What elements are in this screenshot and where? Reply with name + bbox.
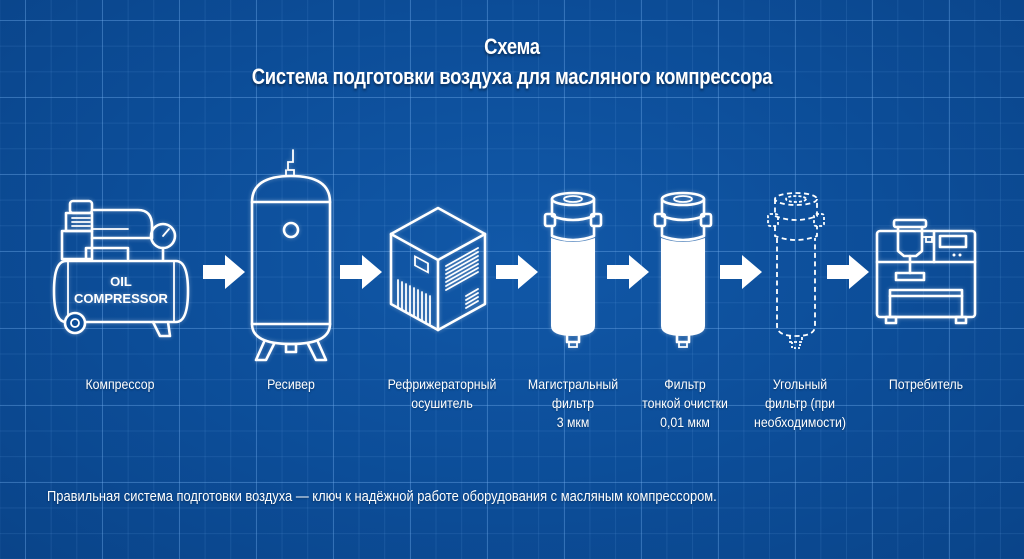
label-line: необходимости) [754, 414, 846, 430]
label-line: Компрессор [85, 376, 155, 392]
label-line: Угольный [772, 376, 828, 392]
label-line: Магистральный [527, 376, 619, 392]
refrigeration-dryer-icon [389, 206, 487, 332]
footer-caption: Правильная система подготовки воздуха — … [47, 488, 717, 505]
arrow-right-icon [340, 255, 382, 289]
label-line: Ресивер [267, 376, 315, 392]
stage-fine-filter [652, 190, 714, 350]
stage-dryer [386, 204, 490, 332]
stage-receiver [246, 146, 336, 362]
fine-filter-icon [653, 191, 713, 348]
arrow-right-icon [720, 255, 762, 289]
label-line: Фильтр [664, 376, 706, 392]
stage-main-filter [542, 190, 604, 350]
diagram-title: Схема [484, 34, 540, 59]
label-consumer: Потребитель [873, 375, 979, 394]
diagram-subtitle: Система подготовки воздуха для масляного… [251, 64, 773, 89]
receiver-tank-icon [250, 149, 332, 362]
arrow-right-icon [203, 255, 245, 289]
main-filter-icon [543, 191, 603, 348]
label-line: осушитель [411, 395, 473, 411]
label-line: Рефрижераторный [387, 376, 497, 392]
label-line: фильтр [551, 395, 595, 411]
stage-consumer [874, 217, 978, 329]
label-carbon-filter: Угольный фильтр (при необходимости) [743, 375, 857, 432]
label-line: 3 мкм [556, 414, 590, 430]
label-line: фильтр (при [764, 395, 836, 411]
stage-compressor: OIL COMPRESSOR [48, 196, 198, 338]
label-line: Потребитель [888, 376, 964, 392]
arrow-right-icon [827, 255, 869, 289]
label-line: 0,01 мкм [660, 414, 710, 430]
label-fine-filter: Фильтр тонкой очистки 0,01 мкм [628, 375, 742, 432]
arrow-right-icon [607, 255, 649, 289]
label-dryer: Рефрижераторный осушитель [372, 375, 513, 413]
label-receiver: Ресивер [247, 375, 335, 394]
oil-compressor-icon: OIL COMPRESSOR [52, 199, 190, 338]
compressor-icon-text-1: OIL [110, 274, 132, 289]
arrow-right-icon [496, 255, 538, 289]
consumer-machine-icon [875, 218, 977, 325]
label-main-filter: Магистральный фильтр 3 мкм [516, 375, 630, 432]
label-line: тонкой очистки [642, 395, 728, 411]
title-block: Схема Система подготовки воздуха для мас… [0, 33, 1024, 93]
stage-carbon-filter [765, 190, 827, 352]
compressor-icon-text-2: COMPRESSOR [74, 291, 169, 306]
label-compressor: Компрессор [67, 375, 173, 394]
carbon-filter-dashed-icon [767, 192, 825, 349]
